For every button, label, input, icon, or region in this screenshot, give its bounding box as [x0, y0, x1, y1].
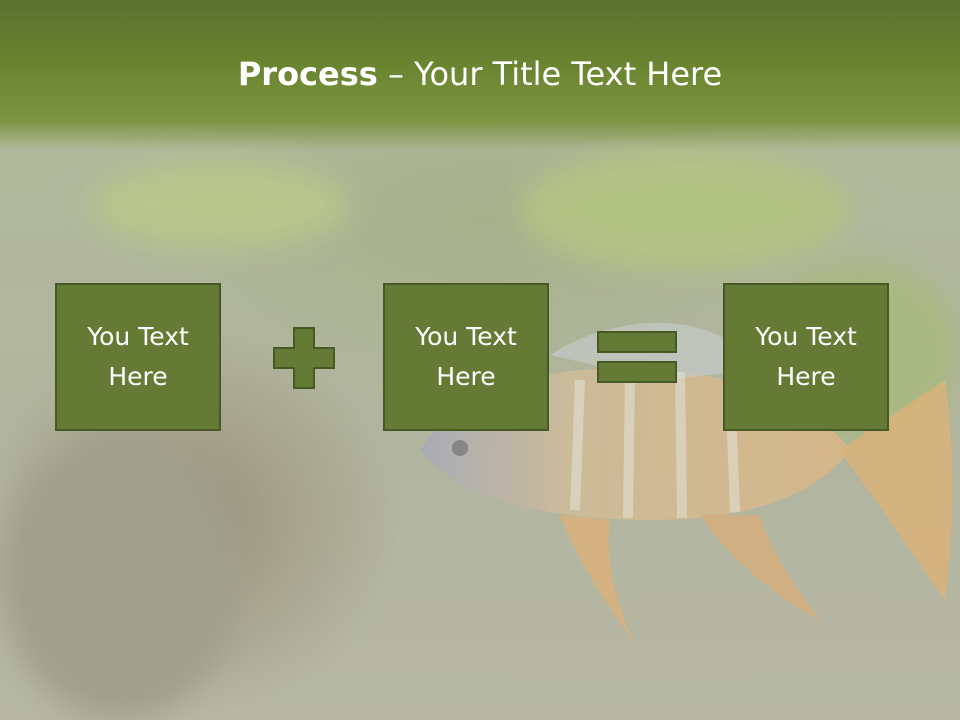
- plus-icon: [273, 327, 335, 389]
- process-box-2[interactable]: You Text Here: [383, 283, 549, 431]
- title-rest: – Your Title Text Here: [377, 55, 723, 93]
- process-box-1-label: You Text Here: [87, 322, 189, 391]
- process-box-1[interactable]: You Text Here: [55, 283, 221, 431]
- process-box-3[interactable]: You Text Here: [723, 283, 889, 431]
- process-box-2-label: You Text Here: [415, 322, 517, 391]
- page-title: Process – Your Title Text Here: [0, 52, 960, 96]
- process-box-3-label: You Text Here: [755, 322, 857, 391]
- equals-icon: [597, 331, 677, 383]
- title-bold: Process: [237, 55, 378, 93]
- title-bar: [0, 0, 960, 150]
